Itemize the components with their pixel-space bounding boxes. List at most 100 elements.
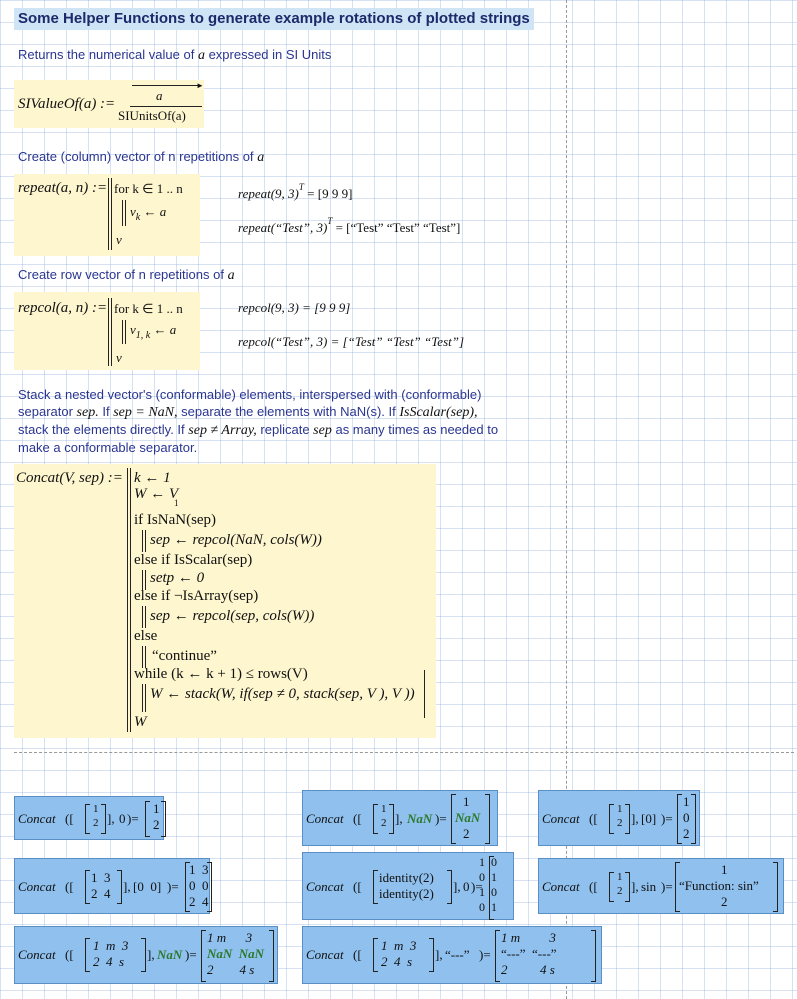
- matrix-bracket: [207, 862, 212, 912]
- separator-arg: NaN: [407, 811, 433, 826]
- program-bar: [111, 178, 112, 250]
- matrix-cell: 2: [683, 826, 690, 841]
- matrix-cell: “Function: sin”: [679, 878, 759, 893]
- matrix-cell: 2: [93, 817, 99, 829]
- program-bar: [125, 320, 126, 344]
- si-description: Returns the numerical value of a express…: [18, 47, 332, 63]
- matrix-bracket: [161, 801, 166, 837]
- matrix-cell: 1: [721, 862, 728, 877]
- program-bar: [142, 530, 143, 552]
- stack-desc-line-2: separator sep. If sep = NaN, separate th…: [18, 404, 478, 420]
- program-bar: [145, 570, 146, 590]
- repeat-assign: vk ← a: [130, 204, 167, 223]
- paren: ([: [353, 947, 362, 962]
- matrix-bracket: [447, 870, 452, 904]
- concat-definition-region[interactable]: Concat(V, sep) := k ← 1 W ← V 1 if IsNaN…: [14, 464, 436, 738]
- matrix-cell: 2: [463, 826, 470, 841]
- concat-example-1[interactable]: Concat ([ 1 2 ], 0 )= 1 2: [14, 796, 166, 840]
- paren: ([: [589, 879, 598, 894]
- stack-desc-line-3: stack the elements directly. If sep ≠ Ar…: [18, 422, 499, 438]
- matrix-cell: 1 m 3: [381, 938, 417, 953]
- program-bar: [142, 684, 143, 712]
- si-numerator: a: [156, 88, 163, 103]
- matrix-cell: 1 m 3: [207, 930, 253, 945]
- program-bar: [145, 530, 146, 552]
- concat-line-4: sep ← repcol(NaN, cols(W)): [150, 532, 322, 548]
- matrix-cell: 1: [683, 794, 690, 809]
- separator-arg: NaN: [157, 947, 183, 962]
- paren: ],: [147, 947, 155, 962]
- paren: ([: [589, 811, 598, 826]
- concat-line-10: “continue”: [152, 648, 217, 664]
- program-bar: [145, 606, 146, 628]
- matrix-bracket: [373, 870, 378, 904]
- program-bar: [108, 178, 109, 250]
- matrix-bracket: [609, 872, 614, 902]
- concat-example-6[interactable]: Concat ([ 1 2 ], sin )= 1 “Function: sin…: [538, 858, 784, 914]
- matrix-cell: 1: [617, 871, 623, 883]
- matrix-cell: 1 0: [479, 855, 497, 869]
- matrix-cell: NaN NaN: [207, 946, 265, 961]
- separator-arg: [0]: [641, 811, 657, 826]
- matrix-cell: 2 4 s: [381, 954, 413, 969]
- matrix-bracket: [141, 938, 146, 972]
- concat-example-7[interactable]: Concat ([ 1 m 3 2 4 s ], NaN )= 1 m 3 Na…: [14, 926, 278, 984]
- matrix-cell: 1: [617, 803, 623, 815]
- paren: ],: [453, 879, 461, 894]
- program-bar: [424, 670, 425, 718]
- matrix-cell: 2: [617, 885, 623, 897]
- matrix-cell: 1 3: [91, 870, 111, 885]
- si-definition-region[interactable]: SIValueOf(a) := a ► SIUnitsOf(a): [14, 80, 204, 128]
- concat-fn-name: Concat: [542, 811, 580, 826]
- matrix-bracket: [625, 872, 630, 902]
- page-title: Some Helper Functions to generate exampl…: [14, 8, 534, 30]
- paren: ([: [353, 811, 362, 826]
- repcol-example-1: repcol(9, 3) = [9 9 9]: [238, 300, 351, 315]
- program-bar: [142, 646, 143, 668]
- repeat-example-1: repeat(9, 3)T = [9 9 9]: [238, 182, 353, 201]
- concat-example-3[interactable]: Concat ([ 1 2 ], [0] )= 1 0 2: [538, 790, 700, 846]
- concat-example-2[interactable]: Concat ([ 1 2 ], NaN )= 1 NaN 2: [302, 790, 498, 846]
- paren: ],: [631, 879, 639, 894]
- equals: )=: [661, 811, 673, 826]
- paren: ],: [395, 811, 403, 826]
- matrix-bracket: [495, 930, 500, 982]
- program-bar: [111, 298, 112, 366]
- matrix-bracket: [451, 794, 456, 844]
- concat-line-2: W ← V: [134, 486, 179, 502]
- matrix-cell: 1: [153, 801, 160, 816]
- si-definition-lhs: SIValueOf(a) :=: [18, 96, 116, 112]
- concat-sub-1: 1: [174, 498, 179, 508]
- matrix-cell: 0: [683, 810, 690, 825]
- concat-fn-name: Concat: [18, 879, 56, 894]
- matrix-bracket: [625, 804, 630, 834]
- repeat-example-2: repeat(“Test”, 3)T = [“Test” “Test” “Tes…: [238, 216, 461, 235]
- repcol-assign: v1, k ← a: [130, 322, 177, 341]
- equals: )=: [127, 811, 139, 826]
- repcol-for-line: for k ∈ 1 .. n: [114, 301, 183, 316]
- concat-example-5[interactable]: Concat ([ identity(2) identity(2) ], 0 )…: [302, 852, 514, 920]
- concat-line-1: k ← 1: [134, 470, 171, 486]
- region-divider: [14, 752, 794, 753]
- program-bar: [142, 606, 143, 628]
- paren: ],: [435, 947, 443, 962]
- matrix-cell: 2 4: [91, 886, 111, 901]
- matrix-cell: NaN: [455, 810, 481, 825]
- concat-example-4[interactable]: Concat ([ 1 3 2 4 ], [0 0] )= 1 3 0 0 2 …: [14, 858, 212, 914]
- matrix-cell: 2: [381, 817, 387, 829]
- stack-desc-line-1: Stack a nested vector's (conformable) el…: [18, 387, 482, 402]
- program-bar: [125, 200, 126, 226]
- concat-line-12: W ← stack(W, if(sep ≠ 0, stack(sep, V ),…: [150, 686, 415, 702]
- matrix-bracket: [609, 804, 614, 834]
- paren: ([: [65, 879, 74, 894]
- repcol-description: Create row vector of n repetitions of a: [18, 267, 235, 283]
- repeat-definition-region[interactable]: repeat(a, n) := for k ∈ 1 .. n vk ← a v: [14, 174, 200, 256]
- matrix-bracket: [85, 870, 90, 904]
- concat-fn-name: Concat: [306, 947, 344, 962]
- matrix-bracket: [85, 938, 90, 972]
- repcol-definition-region[interactable]: repcol(a, n) := for k ∈ 1 .. n v1, k ← a…: [14, 292, 200, 370]
- paren: ],: [123, 879, 131, 894]
- separator-arg: 0: [463, 879, 470, 894]
- matrix-cell: 1: [93, 803, 99, 815]
- concat-example-8[interactable]: Concat ([ 1 m 3 2 4 s ], “---” )= 1 m 3 …: [302, 926, 602, 984]
